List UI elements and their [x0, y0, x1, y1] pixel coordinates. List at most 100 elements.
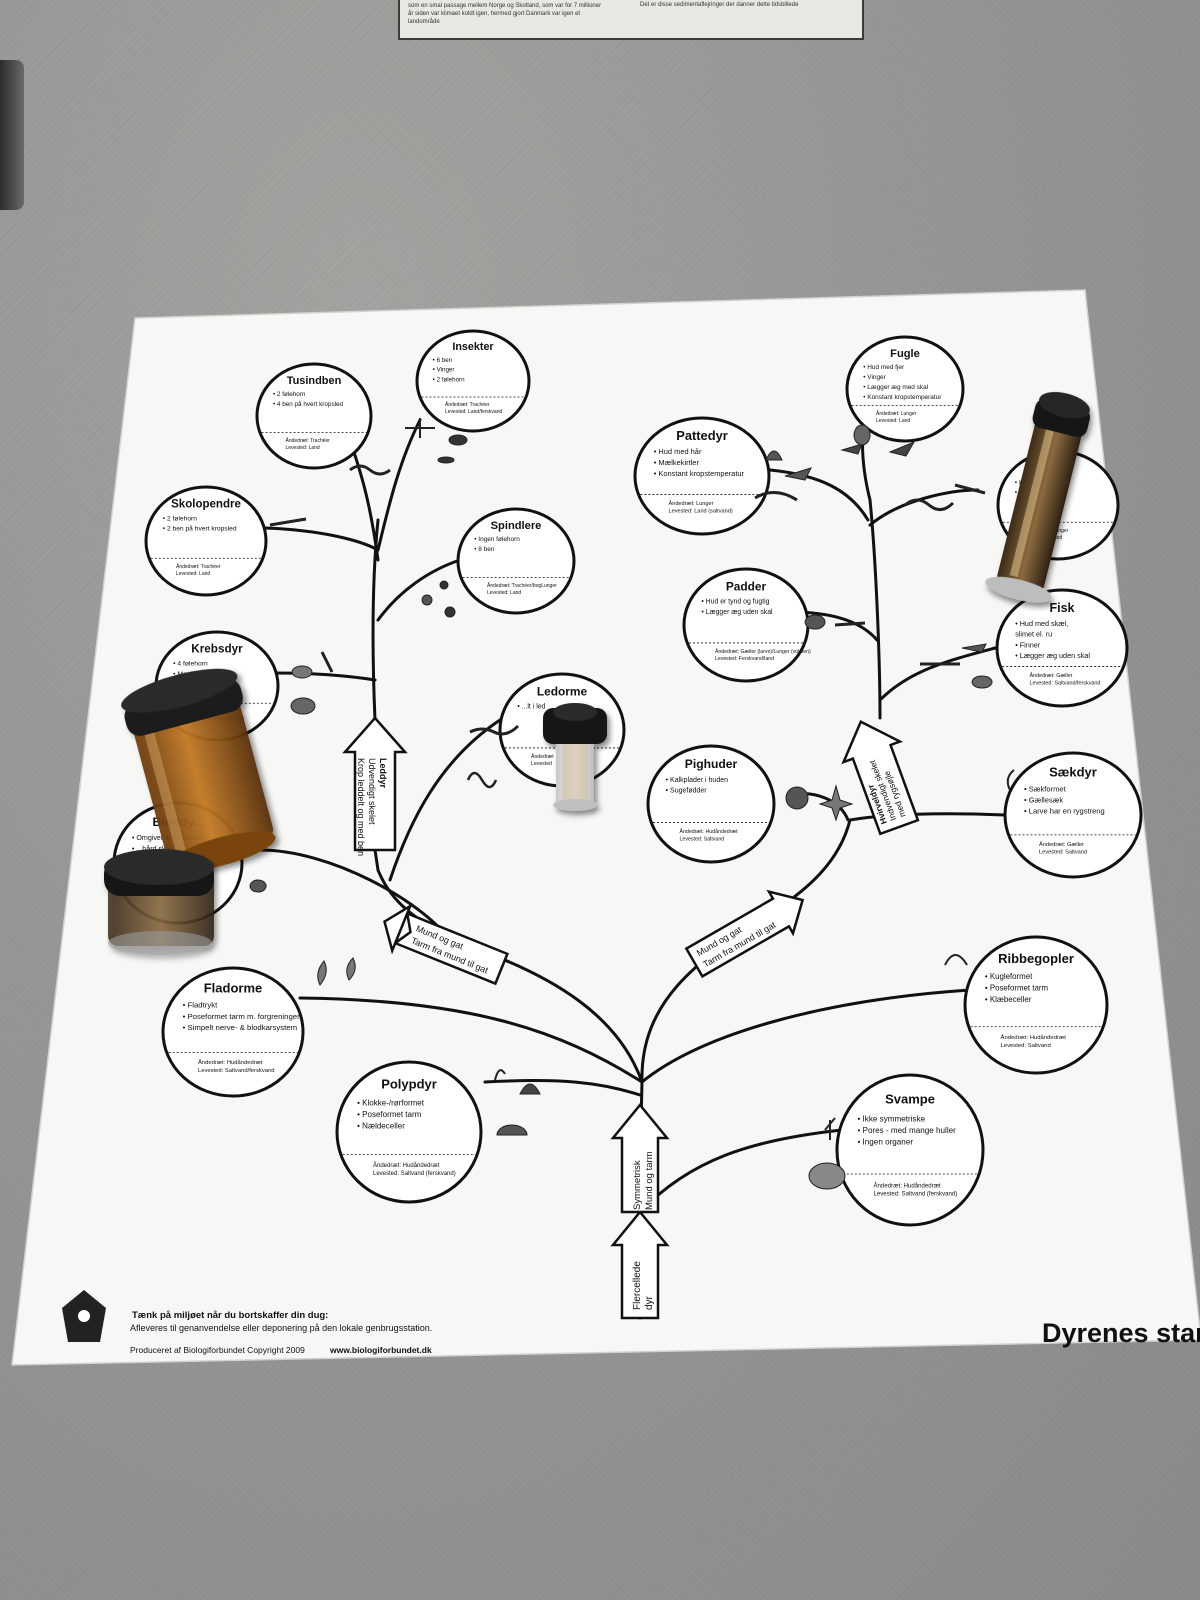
- group-footnote: Levested: Saltvand: [680, 836, 725, 842]
- group-footnote: Levested: Saltvand/ferskvand: [1030, 680, 1101, 686]
- group-bullet: • Fladtrykt: [183, 1001, 218, 1010]
- group-bullet: • Lægger æg uden skal: [701, 609, 773, 616]
- group-bullet: • ...lt i led: [517, 704, 545, 711]
- sea-urchin-icon: [786, 787, 808, 809]
- group-bullet: • Pores - med mange huller: [857, 1126, 956, 1135]
- frog-icon: [805, 615, 825, 629]
- group-title: Pattedyr: [676, 428, 728, 443]
- group-bullet: • Sækformet: [1024, 784, 1067, 793]
- group-circle-saekdyr: Sækdyr • Sækformet • Gællesæk • Larve har e…: [1005, 753, 1141, 877]
- group-footnote: Åndedræt: [531, 753, 554, 760]
- snail-icon: [250, 880, 266, 892]
- group-bullet: • 8 ben: [474, 546, 495, 553]
- group-title: Padder: [726, 579, 767, 593]
- beetle-icon: [449, 435, 467, 445]
- group-bullet: • Poseformet tarm: [357, 1110, 421, 1119]
- arrow-leddyr-line1: Leddyr: [378, 758, 388, 789]
- group-footnote: Levested: Saltvand/ferskvand: [198, 1068, 274, 1074]
- group-bullet: • 4 følehorn: [173, 660, 208, 667]
- newt-icon: [835, 623, 865, 625]
- group-circle-spindlere: Spindlere• Ingen følehorn• 8 benÅndedræt…: [458, 509, 574, 613]
- group-footnote: Åndedræt: Hudåndedræt: [373, 1162, 440, 1169]
- group-bullet: slimet el. ru: [1015, 630, 1052, 639]
- group-circle-skolopendre: Skolopendre • 2 følehorn • 2 ben på hvert …: [146, 487, 266, 595]
- group-footnote: Åndedræt: Lunger: [876, 410, 917, 417]
- arrow-trunk-line1: Symmetrisk: [632, 1160, 643, 1210]
- group-footnote: Åndedræt: Trachéer: [445, 401, 490, 408]
- group-footnote: Levested: Land: [487, 590, 521, 596]
- group-bullet: • Vinger: [433, 367, 455, 374]
- group-footnote: Levested: Saltvand: [1001, 1043, 1051, 1049]
- arrow-trunk-line2: Mund og tarm: [644, 1151, 655, 1210]
- group-bullet: • Ikke symmetriske: [857, 1115, 925, 1124]
- group-title: Fugle: [890, 348, 920, 360]
- group-bullet: • Klæbeceller: [985, 995, 1032, 1004]
- group-bullet: • 2 følehorn: [163, 515, 197, 522]
- group-bullet: • Lægger æg uden skal: [1015, 651, 1090, 660]
- group-footnote: Levested: Land: [286, 445, 320, 451]
- arrow-base-line1: Flercellede: [632, 1261, 643, 1310]
- group-footnote: Åndedræt: Trachéer/bogLunger: [487, 582, 557, 589]
- group-footnote: Levested: Land: [176, 571, 210, 577]
- group-footnote: Åndedræt: Hudåndedræt: [1001, 1034, 1067, 1041]
- group-circle-pattedyr: Pattedyr• Hud med hår• Mælkekirtler• Kon…: [635, 418, 769, 534]
- group-footnote: Åndedræt: Trachéer: [286, 437, 331, 444]
- group-title: Ribbegopler: [998, 951, 1074, 966]
- group-bullet: • Poseformet tarm: [985, 984, 1049, 993]
- spider-icon: [445, 607, 455, 617]
- group-footnote: Åndedræt: Hudåndedræt: [198, 1059, 263, 1066]
- group-bullet: • 2 ben på hvert kropsled: [163, 525, 237, 533]
- group-footnote: Åndedræt: Lunger: [669, 500, 714, 507]
- group-title: Ledorme: [537, 684, 588, 698]
- group-bullet: • Hud med skæl,: [1015, 619, 1068, 628]
- footer-url: www.biologiforbundet.dk: [329, 1345, 432, 1355]
- group-footnote: Levested: Ferskvand/land: [715, 656, 774, 662]
- arrow-base-line2: dyr: [644, 1295, 655, 1310]
- group-bullet: • Mælkekirtler: [654, 458, 700, 467]
- group-bullet: • Larve har en rygstreng: [1024, 807, 1105, 816]
- group-bullet: • Lægger æg med skal: [863, 384, 928, 391]
- group-circle-pighuder: Pighuder • Kalkplader i huden • Sugefødder…: [648, 746, 774, 862]
- group-title: Skolopendre: [171, 499, 241, 511]
- dark-jar-small: [104, 849, 214, 955]
- crab-icon: [291, 698, 315, 714]
- tick-icon: [422, 595, 432, 605]
- group-bullet: • Hud er tynd og fugtig: [701, 599, 769, 606]
- group-footnote: Levested: Saltvand (ferskvand): [874, 1191, 958, 1198]
- footer-line-1: Tænk på miljøet når du bortskaffer din d…: [132, 1310, 328, 1321]
- owl-icon: [854, 425, 870, 445]
- group-title: Polypdyr: [381, 1077, 437, 1092]
- group-footnote: Levested: Saltvand: [1039, 850, 1087, 856]
- group-bullet: • 2 følehorn: [273, 391, 306, 398]
- group-bullet: • Hud med hår: [654, 447, 702, 456]
- sponge-round-icon: [809, 1163, 845, 1189]
- group-circle-tusindben: Tusindben• 2 følehorn• 4 ben på hvert kr…: [257, 364, 371, 468]
- footer-line-2: Afleveres til genanvendelse eller depone…: [130, 1323, 432, 1333]
- group-footnote: Åndedræt: Gæller: [1030, 672, 1073, 679]
- group-bullet: • Ingen organer: [857, 1138, 913, 1147]
- group-bullet: • Poseformet tarm m. forgreninger: [183, 1012, 301, 1021]
- flatfish-icon: [972, 676, 992, 688]
- group-footnote: Åndedræt: Gæller: [1039, 841, 1084, 848]
- spider-small-icon: [440, 581, 448, 589]
- group-bullet: • Klokke-/rørformet: [357, 1098, 425, 1107]
- group-footnote: Levested: Land: [876, 418, 910, 424]
- footer-line-3: Produceret af Biologiforbundet Copyright…: [130, 1345, 305, 1355]
- group-footnote: Levested: [531, 761, 552, 767]
- woodlouse-icon: [292, 666, 312, 678]
- group-title: Pighuder: [685, 757, 738, 771]
- group-circle-ribbegopler: Ribbegopler• Kugleformet• Poseformet tar…: [965, 937, 1107, 1073]
- group-bullet: • Nældeceller: [357, 1121, 405, 1130]
- group-title: Sækdyr: [1049, 765, 1097, 780]
- group-footnote: Levested: Land (saltvand): [669, 509, 733, 515]
- group-bullet: • 2 følehorn: [433, 376, 465, 383]
- group-bullet: • Sugefødder: [666, 787, 708, 794]
- group-title: Tusindben: [287, 375, 342, 387]
- group-circle-fisk: Fisk• Hud med skæl, slimet el. ru• Finne…: [997, 590, 1127, 706]
- group-bullet: • Hud med fjer: [863, 364, 905, 371]
- group-bullet: • Gællesæk: [1024, 795, 1063, 804]
- group-bullet: • Kalkplader i huden: [666, 777, 728, 784]
- group-footnote: Åndedræt: Hudåndedræt: [874, 1183, 942, 1190]
